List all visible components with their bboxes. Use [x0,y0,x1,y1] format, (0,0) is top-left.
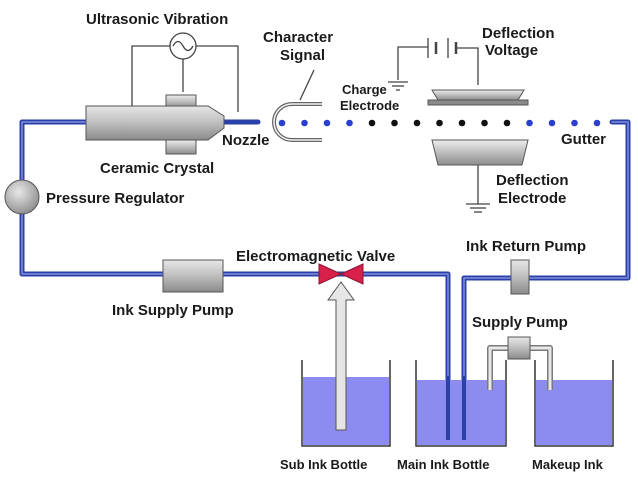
ink-supply-pump [162,259,224,293]
ink-drop [436,119,443,127]
ink-return-pump [510,259,530,295]
label-sub-ink-bottle: Sub Ink Bottle [280,457,367,472]
electromagnetic-valve-icon [318,263,364,285]
nozzle-body [85,105,225,141]
label-makeup-ink: Makeup Ink [532,457,604,472]
pressure-regulator-icon [4,179,40,215]
ultrasonic-vibration-circuit [131,32,239,112]
main-ink-bottle [415,360,507,447]
label-ink-return-pump: Ink Return Pump [466,238,586,255]
ink-drop [458,119,466,127]
ink-drop-stream [278,119,601,127]
label-character-signal-2: Signal [280,47,325,64]
ink-drop [548,119,556,127]
ink-drop [481,119,488,127]
label-gutter: Gutter [561,131,606,148]
label-ink-supply-pump: Ink Supply Pump [112,302,234,319]
deflection-voltage-circuit [388,38,490,213]
feed-arrow-icon [327,281,355,431]
label-charge-electrode-2: Electrode [340,98,399,113]
ink-drop [593,119,601,127]
label-ultrasonic-vibration: Ultrasonic Vibration [86,11,228,28]
ink-drop [278,119,286,127]
ink-drop [391,119,398,127]
supply-pump-tubing [487,345,553,390]
ink-drop [301,119,308,127]
ink-drop [571,119,578,127]
ink-drop [368,119,376,127]
label-character-signal-1: Character [263,29,333,46]
ink-drop [323,119,331,127]
label-pressure-regulator: Pressure Regulator [46,190,185,207]
label-supply-pump: Supply Pump [472,314,568,331]
label-deflection-voltage-1: Deflection [482,25,555,42]
supply-pump [507,336,531,360]
makeup-ink-bottle [534,360,614,447]
deflection-electrode [431,139,529,166]
label-deflection-voltage-2: Voltage [485,42,538,59]
print-head [85,94,225,155]
ink-drop [503,119,511,127]
label-deflection-electrode-1: Deflection [496,172,569,189]
label-electromagnetic-valve: Electromagnetic Valve [236,248,395,265]
ink-drop [526,119,533,127]
ceramic-crystal-bottom [165,139,197,155]
label-main-ink-bottle: Main Ink Bottle [397,457,489,472]
label-nozzle: Nozzle [222,132,270,149]
label-charge-electrode-1: Charge [342,82,387,97]
sub-ink-bottle [301,281,391,447]
ink-pipe-network [19,119,631,387]
ink-drop [413,119,421,127]
character-signal-wire [299,69,315,101]
upper-deflection-plate [431,89,525,101]
label-ceramic-crystal: Ceramic Crystal [100,160,214,177]
label-deflection-electrode-2: Electrode [498,190,566,207]
ink-drop [346,119,353,127]
